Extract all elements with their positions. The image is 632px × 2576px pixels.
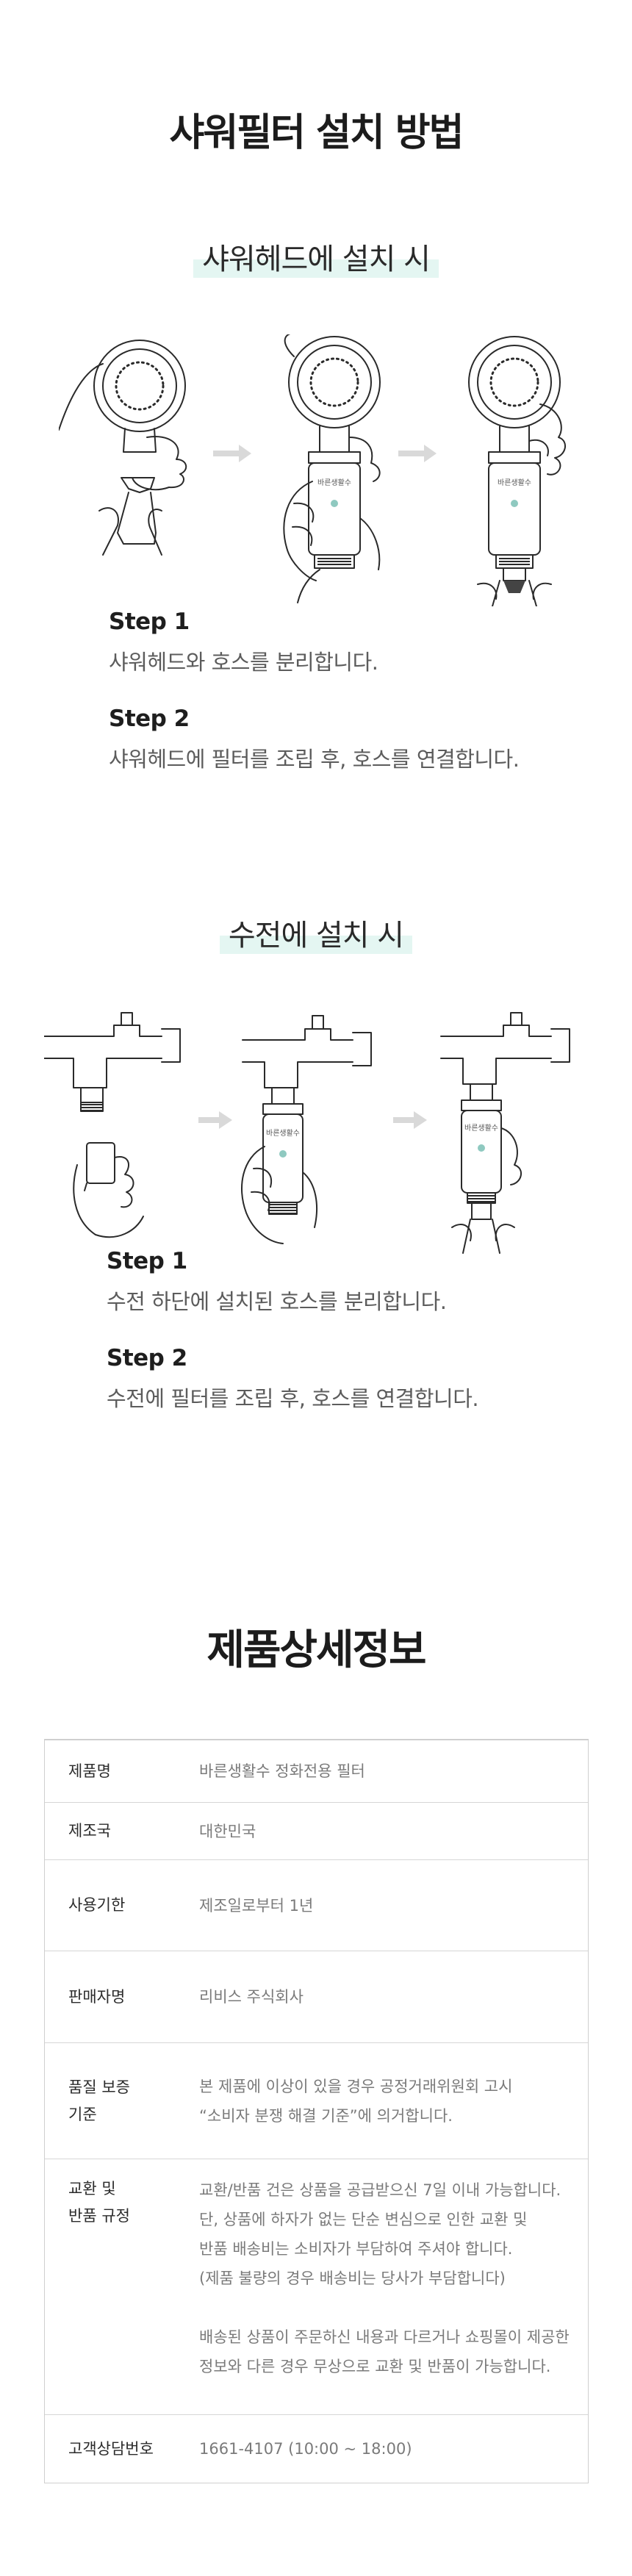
row-value: 본 제품에 이상이 있을 경우 공정거래위원회 고시 “소비자 분쟁 해결 기준… — [179, 2043, 588, 2159]
row-value-line: 단, 상품에 하자가 없는 단순 변심으로 인한 교환 및 — [199, 2211, 528, 2228]
row-key: 사용기한 — [68, 1896, 126, 1914]
row-value: 제조일로부터 1년 — [199, 1896, 314, 1915]
showerhead-heading-wrap: 샤워헤드에 설치 시 — [0, 235, 632, 278]
faucet-heading-wrap: 수전에 설치 시 — [0, 911, 632, 954]
faucet-step-b — [241, 1015, 372, 1244]
row-key-line: 기준 — [68, 2105, 97, 2123]
table-row: 제조국 대한민국 — [45, 1803, 588, 1860]
faucet-step-c — [440, 1012, 570, 1254]
row-value-line: 교환/반품 건은 상품을 공급받으신 7일 이내 가능합니다. — [199, 2181, 561, 2199]
row-key: 품질 보증 기준 — [45, 2043, 179, 2159]
row-value-line: 반품 배송비는 소비자가 부담하여 주셔야 합니다. — [199, 2240, 513, 2258]
row-value-line: 배송된 상품이 주문하신 내용과 다르거나 쇼핑몰이 제공한 — [199, 2328, 570, 2346]
faucet-step2-desc: 수전에 필터를 조립 후, 호스를 연결합니다. — [107, 1386, 479, 1411]
row-key: 제조국 — [68, 1822, 111, 1840]
details-table: 제품명 바른생활수 정화전용 필터 제조국 대한민국 사용기한 제조일로부터 1… — [44, 1739, 589, 2483]
details-title: 제품상세정보 — [207, 1626, 426, 1674]
arrow-icon — [198, 1111, 232, 1129]
faucet-step-a — [44, 1012, 181, 1238]
install-title: 샤워필터 설치 방법 — [169, 111, 464, 155]
showerhead-step2-desc: 샤워헤드에 필터를 조립 후, 호스를 연결합니다. — [109, 747, 520, 772]
arrow-icon — [213, 445, 251, 462]
showerhead-step-a — [59, 340, 187, 556]
faucet-step2-label: Step 2 — [107, 1345, 187, 1371]
row-key-line: 교환 및 — [68, 2180, 116, 2198]
row-value-line: (제품 불량의 경우 배송비는 당사가 부담합니다) — [199, 2270, 506, 2287]
filter-brand-text-b: 바른생활수 — [317, 478, 351, 487]
filter-brand-text-fb: 바른생활수 — [266, 1128, 300, 1138]
faucet-step1-label: Step 1 — [107, 1248, 187, 1274]
row-value-line: “소비자 분쟁 해결 기준”에 의거합니다. — [199, 2106, 453, 2125]
faucet-illustration: 바른생활수 바른생활수 — [44, 1012, 570, 1254]
row-key: 고객상담번호 — [68, 2439, 154, 2458]
row-value: 교환/반품 건은 상품을 공급받으신 7일 이내 가능합니다. 단, 상품에 하… — [179, 2159, 588, 2414]
arrow-icon — [393, 1111, 427, 1129]
table-row: 판매자명 리비스 주식회사 — [45, 1951, 588, 2043]
filter-brand-text-c: 바른생활수 — [498, 478, 531, 487]
table-row: 제품명 바른생활수 정화전용 필터 — [45, 1740, 588, 1803]
showerhead-step-c — [468, 336, 566, 606]
table-row: 사용기한 제조일로부터 1년 — [45, 1860, 588, 1951]
faucet-step1-desc: 수전 하단에 설치된 호스를 분리합니다. — [107, 1289, 447, 1314]
row-value-line: 본 제품에 이상이 있을 경우 공정거래위원회 고시 — [199, 2077, 513, 2095]
table-row: 고객상담번호 1661-4107 (10:00 ~ 18:00) — [45, 2415, 588, 2483]
showerhead-illustration: 바른생활수 바른생활수 — [59, 334, 566, 606]
arrow-icon — [398, 445, 437, 462]
row-key: 제품명 — [68, 1762, 111, 1780]
row-key-line: 품질 보증 — [68, 2078, 130, 2096]
table-row: 품질 보증 기준 본 제품에 이상이 있을 경우 공정거래위원회 고시 “소비자… — [45, 2043, 588, 2159]
row-value: 1661-4107 (10:00 ~ 18:00) — [199, 2440, 412, 2458]
row-value: 바른생활수 정화전용 필터 — [199, 1762, 365, 1780]
filter-brand-text-fc: 바른생활수 — [464, 1123, 498, 1133]
row-value: 대한민국 — [199, 1822, 256, 1840]
row-key: 교환 및 반품 규정 — [45, 2159, 179, 2414]
row-key: 판매자명 — [68, 1987, 126, 2006]
showerhead-step1-label: Step 1 — [109, 609, 190, 635]
showerhead-step1-desc: 샤워헤드와 호스를 분리합니다. — [109, 650, 378, 675]
row-value-line: 정보와 다른 경우 무상으로 교환 및 반품이 가능합니다. — [199, 2358, 551, 2375]
row-key-line: 반품 규정 — [68, 2207, 130, 2225]
showerhead-step2-label: Step 2 — [109, 706, 190, 732]
showerhead-heading: 샤워헤드에 설치 시 — [193, 241, 439, 278]
row-value: 리비스 주식회사 — [199, 1988, 304, 2006]
faucet-heading: 수전에 설치 시 — [219, 917, 413, 954]
showerhead-step-b — [283, 334, 381, 603]
table-row: 교환 및 반품 규정 교환/반품 건은 상품을 공급받으신 7일 이내 가능합니… — [45, 2159, 588, 2415]
